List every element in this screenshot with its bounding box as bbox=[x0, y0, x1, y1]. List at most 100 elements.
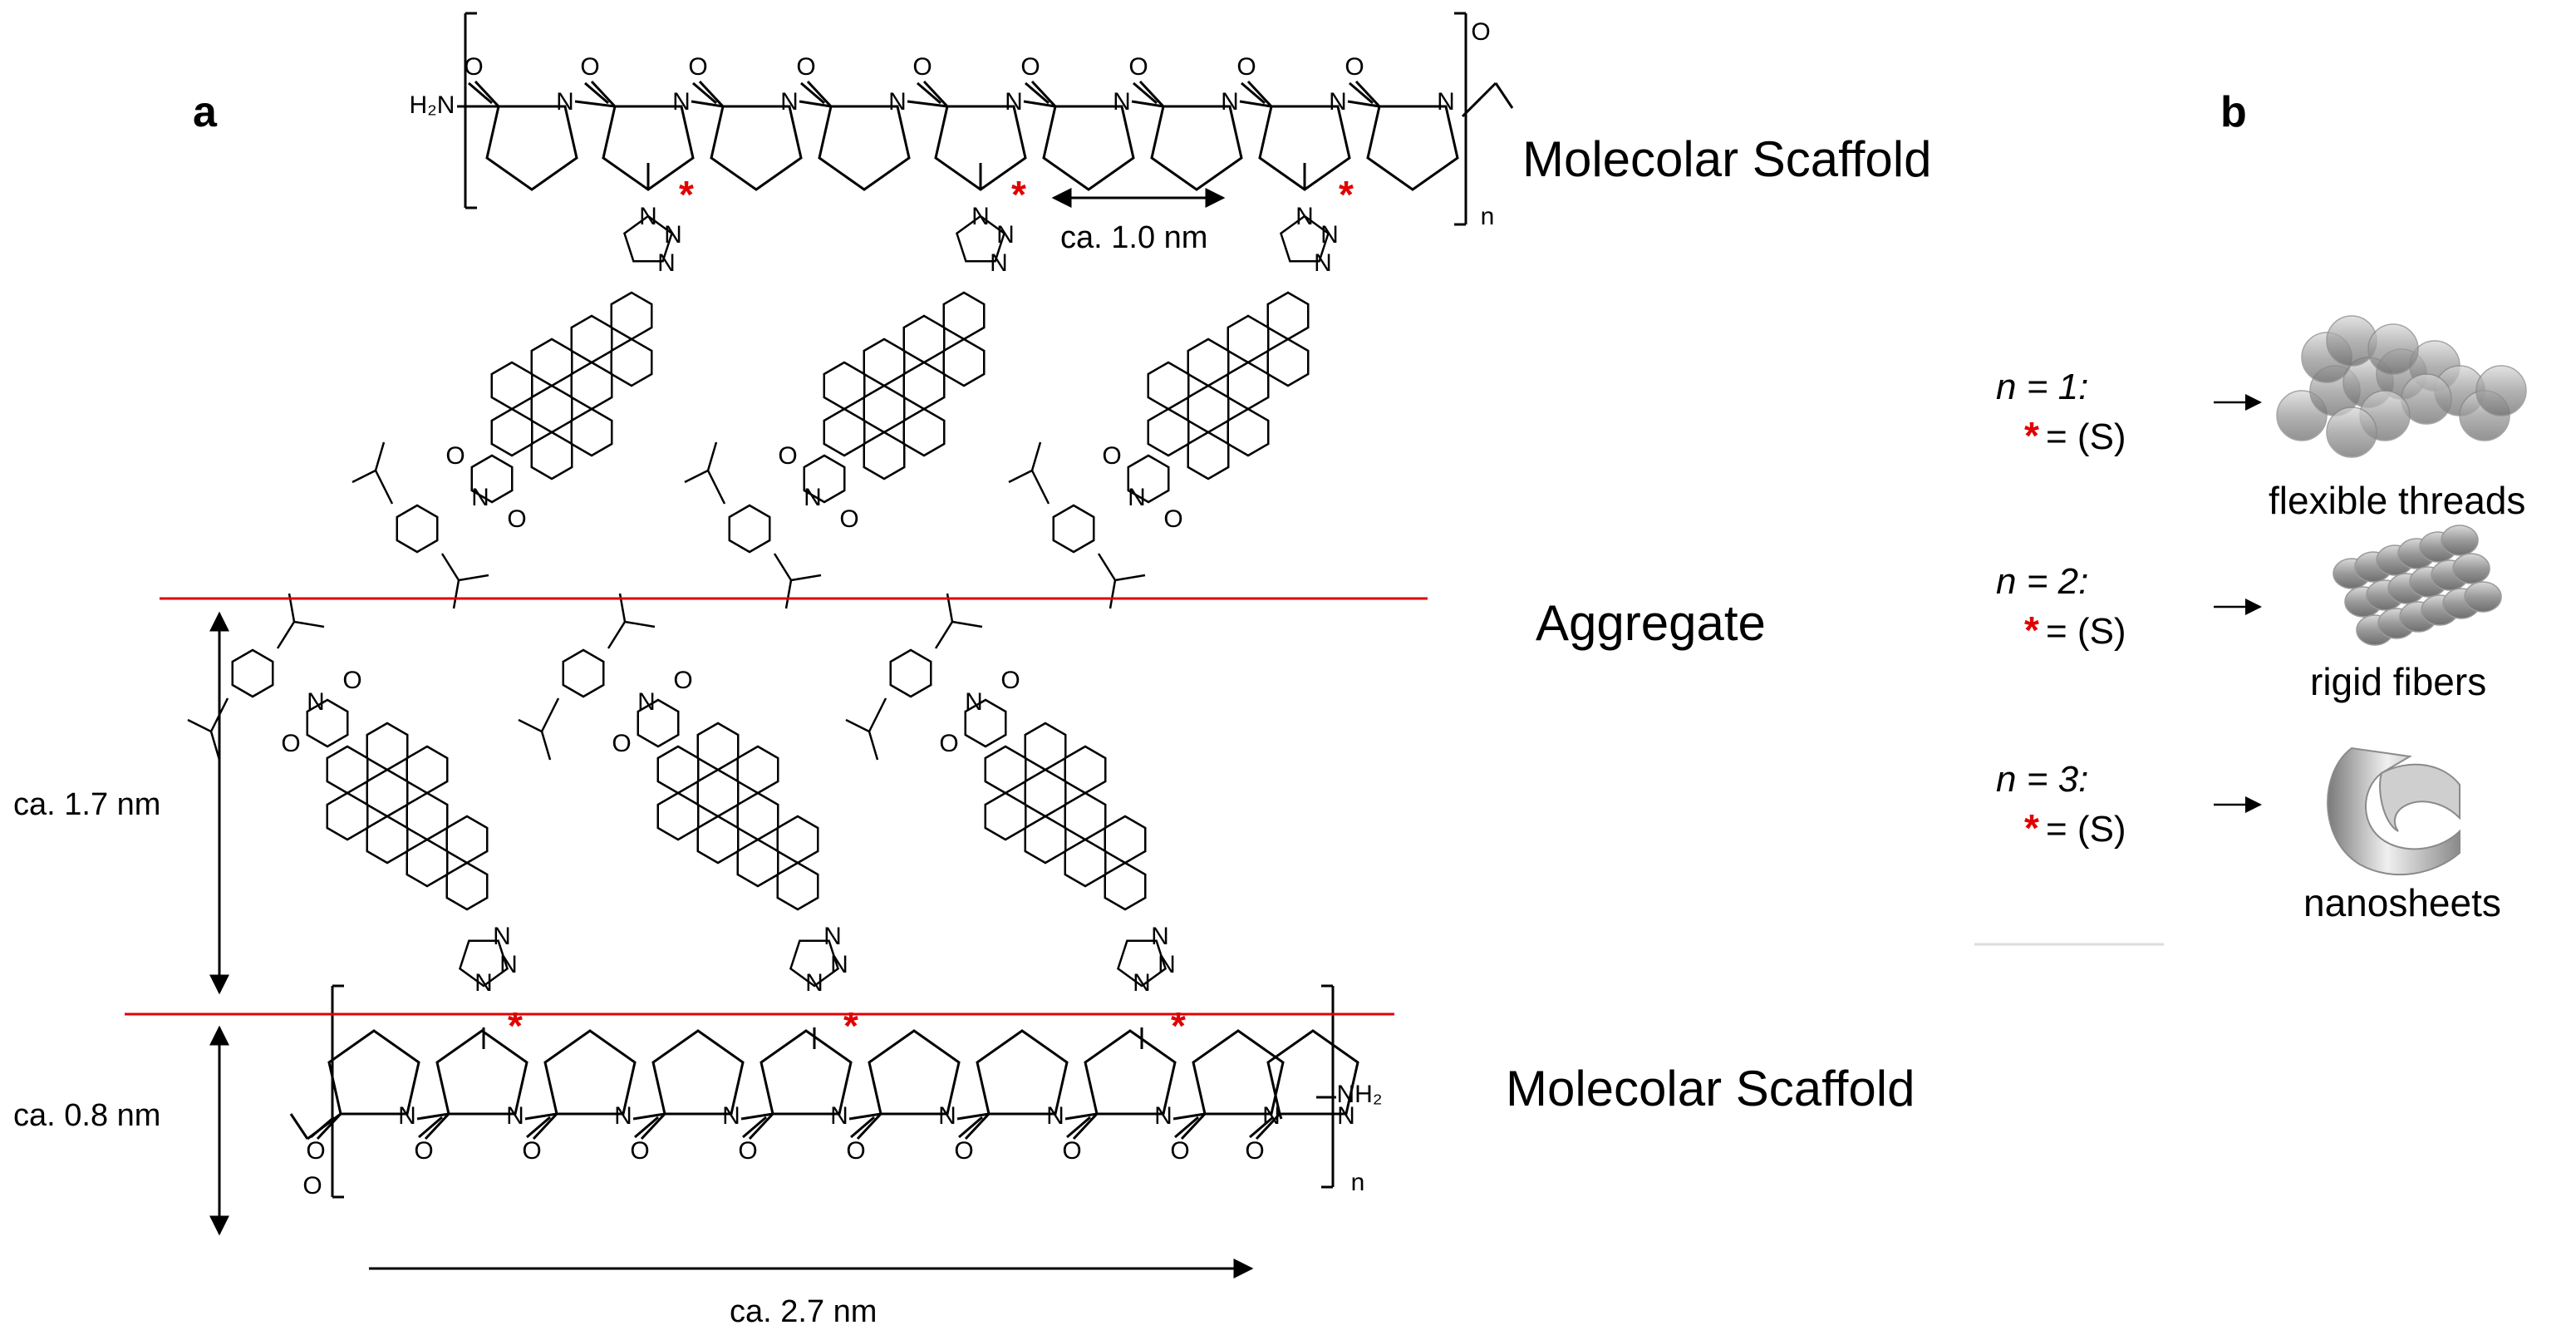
perylene-ring bbox=[984, 791, 1027, 841]
imide-nitrogen: N bbox=[804, 484, 822, 511]
isopropyl-bond bbox=[868, 697, 887, 732]
triazole-ring bbox=[955, 214, 1006, 263]
isopropyl-bond bbox=[440, 553, 460, 581]
carbonyl-double bbox=[917, 81, 941, 105]
triazole-ring bbox=[1279, 214, 1330, 263]
perylene-ring bbox=[326, 791, 369, 841]
imide-oxygen: O bbox=[1163, 505, 1182, 533]
ring-nitrogen: N bbox=[398, 1102, 416, 1130]
carbonyl-oxygen: O bbox=[414, 1137, 433, 1165]
isopropyl-bond bbox=[868, 731, 879, 761]
fiber-segment bbox=[2452, 553, 2490, 584]
acetyl-methyl bbox=[1494, 82, 1514, 109]
imide-oxygen: O bbox=[507, 505, 526, 533]
stereo-star: * bbox=[679, 173, 694, 216]
ring-nitrogen: N bbox=[830, 1102, 848, 1130]
isopropyl-bond bbox=[684, 469, 709, 484]
pyrrolidine-ring bbox=[543, 1029, 637, 1116]
pyrrolidine-ring bbox=[1266, 1029, 1359, 1116]
backbone-bond bbox=[1023, 100, 1056, 108]
isopropyl-bond bbox=[790, 574, 822, 582]
ring-nitrogen: N bbox=[614, 1102, 632, 1130]
perylene-ring bbox=[696, 722, 740, 771]
carbonyl-bond bbox=[964, 1112, 991, 1140]
row3-star: * bbox=[2024, 806, 2039, 850]
isopropyl-bond bbox=[1097, 553, 1117, 581]
perylene-ring bbox=[1147, 407, 1190, 457]
ring-nitrogen: N bbox=[506, 1102, 524, 1130]
aryl-ring bbox=[728, 504, 771, 554]
perylene-ring bbox=[1024, 722, 1067, 771]
ring-nitrogen: N bbox=[780, 88, 799, 116]
carbonyl-bond bbox=[424, 1112, 450, 1140]
carbonyl-double bbox=[418, 1116, 443, 1139]
carbonyl-bond bbox=[922, 80, 949, 108]
carbonyl-double bbox=[742, 1116, 767, 1139]
triazole-ring bbox=[458, 939, 509, 988]
morphology-row-2: n = 2: * = (S) rigid fibers bbox=[1996, 525, 2502, 703]
pyrrolidine-ring bbox=[818, 105, 911, 191]
isopropyl-bond bbox=[607, 621, 627, 649]
perylene-ring bbox=[1064, 745, 1107, 795]
row3-morphology-label: nanosheets bbox=[2303, 881, 2501, 924]
morphology-row-1: n = 1: * = (S) flexible threads bbox=[1996, 315, 2527, 522]
perylene-ring bbox=[366, 768, 409, 818]
carbonyl-oxygen: O bbox=[630, 1137, 649, 1165]
aryl-ring bbox=[1052, 504, 1095, 554]
carbonyl-double bbox=[1133, 81, 1158, 105]
dim-length-text: ca. 2.7 nm bbox=[730, 1294, 877, 1329]
backbone-bond bbox=[1131, 100, 1164, 108]
dim-scaffold-text: ca. 0.8 nm bbox=[13, 1098, 160, 1133]
triazole-nitrogen: N bbox=[805, 969, 823, 997]
isopropyl-bond bbox=[276, 621, 296, 649]
carbonyl-double bbox=[526, 1116, 551, 1139]
perylene-ring bbox=[863, 431, 906, 480]
carbonyl-double bbox=[634, 1116, 659, 1139]
carbonyl-double bbox=[1066, 1116, 1091, 1139]
triazole-nitrogen: N bbox=[499, 951, 518, 978]
carbonyl-oxygen: O bbox=[306, 1137, 325, 1165]
fiber-segment bbox=[2441, 525, 2479, 556]
pyrrolidine-ring bbox=[1084, 1029, 1177, 1116]
perylene-ring bbox=[445, 815, 489, 865]
carbonyl-oxygen: O bbox=[1345, 53, 1364, 81]
perylene-ring bbox=[1266, 291, 1310, 341]
perylene-ring bbox=[530, 384, 573, 434]
carbonyl-double bbox=[692, 81, 717, 105]
isopropyl-bond bbox=[1030, 441, 1042, 471]
carbonyl-double bbox=[800, 81, 825, 105]
triazole-ring bbox=[1116, 939, 1168, 988]
triazole-nitrogen: N bbox=[639, 203, 657, 230]
pyrrolidine-ring bbox=[327, 1029, 420, 1116]
stereo-star: * bbox=[843, 1004, 858, 1047]
carbonyl-oxygen: O bbox=[912, 53, 932, 81]
backbone-bond bbox=[1172, 1112, 1206, 1121]
aggregate-label: Aggregate bbox=[1536, 595, 1766, 651]
carbonyl-double bbox=[850, 1116, 875, 1139]
carbonyl-oxygen: O bbox=[1128, 53, 1148, 81]
carbonyl-bond bbox=[1246, 80, 1273, 108]
perylene-ring bbox=[1064, 838, 1107, 888]
stereo-star: * bbox=[1339, 173, 1354, 216]
ring-nitrogen: N bbox=[672, 88, 691, 116]
triazole-nitrogen: N bbox=[664, 221, 682, 249]
isopropyl-bond bbox=[540, 731, 552, 761]
imide-nitrogen: N bbox=[307, 688, 325, 716]
stereo-star: * bbox=[1171, 1004, 1186, 1047]
isopropyl-bond bbox=[187, 718, 212, 733]
perylene-ring bbox=[366, 815, 409, 865]
pyrrolidine-ring bbox=[976, 1029, 1069, 1116]
perylene-ring bbox=[656, 745, 700, 795]
imide-oxygen: O bbox=[445, 442, 465, 470]
panel-a-label: a bbox=[193, 88, 218, 136]
pyrrolidine-ring bbox=[435, 1029, 528, 1116]
perylene-ring bbox=[530, 431, 573, 480]
imide-oxygen: O bbox=[673, 667, 692, 694]
perylene-ring bbox=[366, 722, 409, 771]
perylene-ring bbox=[1104, 815, 1147, 865]
triazole-ring bbox=[622, 214, 674, 263]
pyrrolidine-ring bbox=[1150, 105, 1243, 191]
perylene-ring bbox=[1024, 768, 1067, 818]
perylene-ring bbox=[776, 861, 819, 911]
ring-nitrogen: N bbox=[1221, 88, 1239, 116]
